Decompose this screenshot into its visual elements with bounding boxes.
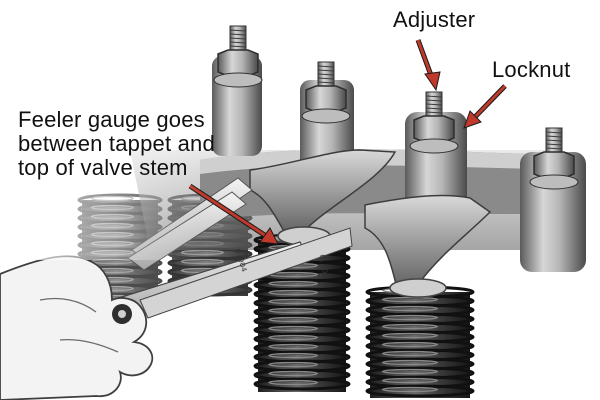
hand (0, 255, 154, 400)
valve-spring-4 (365, 285, 475, 398)
label-adjuster: Adjuster (393, 7, 476, 32)
rocker-arms (249, 149, 492, 298)
label-feeler-line-2: between tappet and (18, 131, 215, 156)
label-feeler-gauge: Feeler gauge goes between tappet and top… (18, 108, 215, 180)
adjuster-stud-1 (213, 25, 263, 88)
adjuster-studs (213, 25, 579, 190)
arrow-feeler (188, 183, 279, 245)
label-locknut: Locknut (492, 57, 571, 82)
arrow-locknut (463, 84, 507, 129)
adjuster-stud-4 (529, 127, 579, 190)
red-callout-arrows (188, 39, 507, 245)
fade-overlay (0, 0, 200, 260)
adjuster-stud-3 (409, 91, 459, 154)
label-feeler-line-3: top of valve stem (18, 155, 188, 180)
arrow-adjuster (415, 39, 441, 92)
adjuster-stud-2 (301, 61, 351, 124)
label-feeler-line-1: Feeler gauge goes (18, 107, 205, 132)
